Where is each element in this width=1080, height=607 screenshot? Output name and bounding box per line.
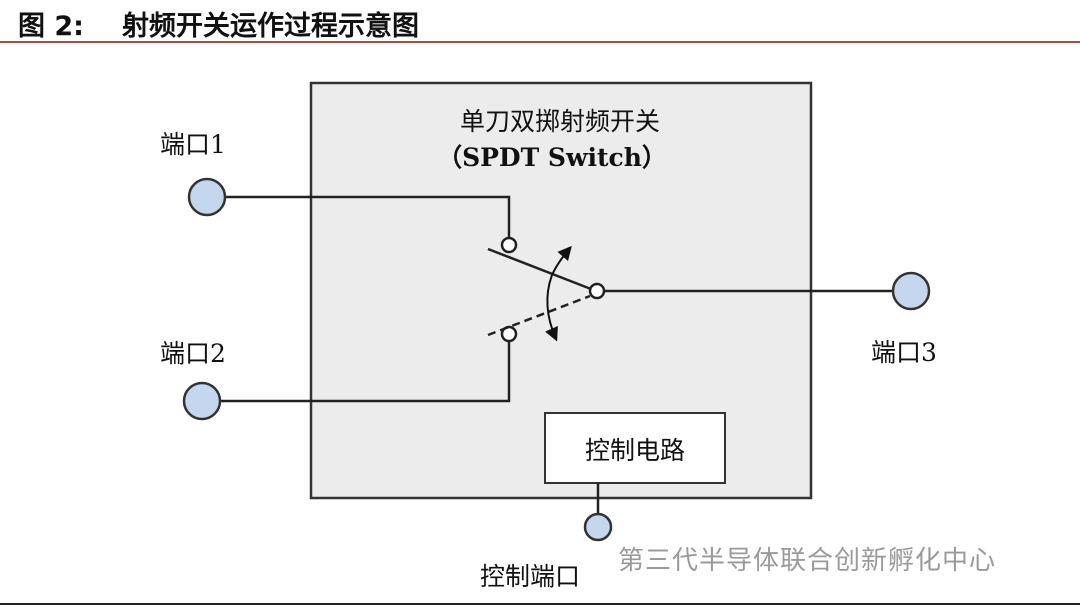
port2-terminal: [182, 381, 222, 421]
toggle-arrow-up-icon: [551, 245, 572, 276]
port3-terminal: [891, 271, 931, 311]
figure-caption: 射频开关运作过程示意图: [121, 11, 419, 42]
port2-wire: [221, 341, 511, 403]
control-port-terminal: [583, 512, 613, 542]
toggle-arrow-icon: [545, 274, 558, 342]
switch-blade-alt: [487, 294, 591, 337]
control-port-label: 控制端口: [480, 562, 580, 591]
title-rule: [0, 41, 1080, 43]
contact2: [500, 325, 518, 343]
control-circuit-box: [544, 412, 726, 484]
figure-label: 图 2:: [18, 11, 84, 42]
control-circuit-label: 控制电路: [585, 436, 685, 465]
port1-terminal: [187, 177, 227, 217]
switch-blade: [487, 247, 592, 291]
bottom-rule: [0, 603, 1080, 605]
box-title: 单刀双掷射频开关: [460, 107, 660, 136]
figure-title: 图 2: 射频开关运作过程示意图: [18, 4, 419, 43]
watermark: 第三代半导体联合创新孵化中心: [618, 546, 997, 576]
port1-label: 端口1: [160, 130, 226, 159]
contact1: [500, 236, 518, 254]
port3-label: 端口3: [871, 338, 937, 367]
pivot-contact: [588, 282, 606, 300]
port2-label: 端口2: [160, 339, 226, 368]
box-subtitle: （SPDT Switch）: [437, 143, 667, 172]
port1-wire: [225, 195, 511, 238]
